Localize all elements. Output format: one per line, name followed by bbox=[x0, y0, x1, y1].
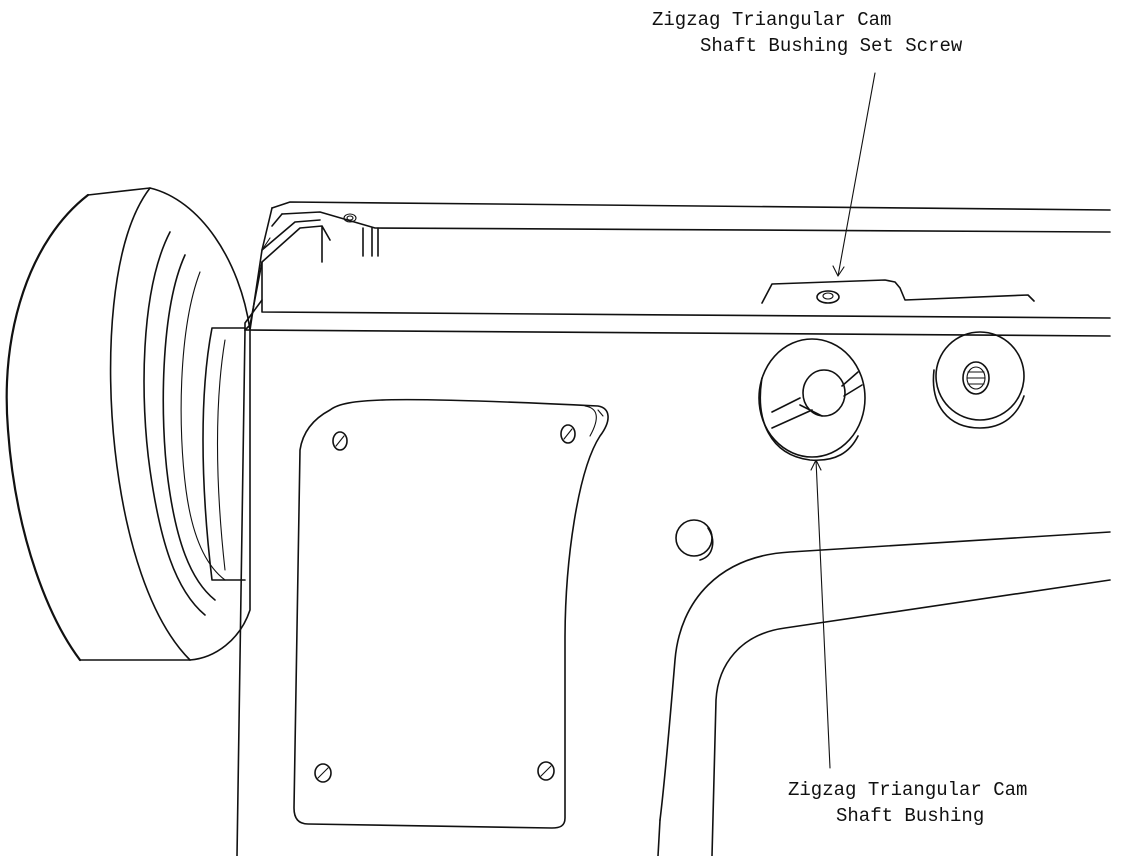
callout-set-screw-line2: Shaft Bushing Set Screw bbox=[700, 35, 963, 57]
leader-set-screw bbox=[837, 72, 876, 277]
arm-front bbox=[236, 329, 661, 856]
callout-bushing-line2: Shaft Bushing bbox=[836, 805, 984, 827]
set-screw bbox=[816, 290, 840, 304]
hand-wheel bbox=[5, 187, 273, 662]
callout-bushing-line1: Zigzag Triangular Cam bbox=[788, 779, 1027, 801]
screw-bottom-right bbox=[537, 761, 555, 781]
leader-set-screw-arrow bbox=[832, 265, 845, 277]
leader-bushing-arrow bbox=[810, 459, 822, 471]
leader-bushing bbox=[815, 459, 831, 769]
lower-arm-contours bbox=[659, 531, 1111, 856]
leader-lines bbox=[810, 72, 876, 769]
callout-bushing: Zigzag Triangular Cam Shaft Bushing bbox=[788, 779, 1027, 827]
round-plug bbox=[675, 519, 714, 561]
callout-set-screw: Zigzag Triangular Cam Shaft Bushing Set … bbox=[652, 9, 963, 57]
set-screw-pad bbox=[761, 279, 1035, 304]
screw-bottom-left bbox=[314, 763, 332, 783]
access-cover-plate bbox=[293, 398, 609, 829]
cam-shaft-bushing bbox=[758, 338, 866, 461]
callout-set-screw-line1: Zigzag Triangular Cam bbox=[652, 9, 891, 31]
screw-top-left bbox=[332, 431, 348, 451]
threaded-fitting bbox=[932, 331, 1025, 429]
screw-top-right bbox=[560, 424, 576, 444]
arm-top bbox=[244, 201, 1111, 337]
